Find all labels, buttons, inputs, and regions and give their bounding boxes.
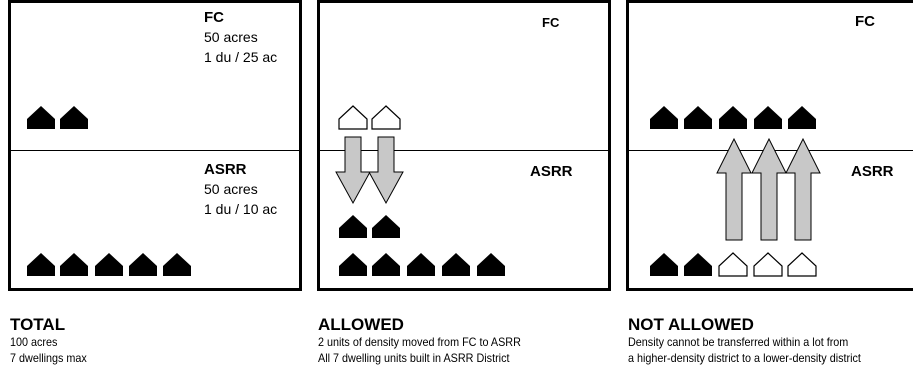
asrr-label: ASRR — [851, 163, 894, 180]
house-icon — [339, 253, 367, 276]
caption-line: 100 acres — [10, 335, 58, 349]
district-boundary — [11, 150, 299, 151]
down-arrow-icon — [368, 136, 404, 205]
house-icon — [372, 215, 400, 238]
house-icon — [477, 253, 505, 276]
panel-total: FC 50 acres 1 du / 25 ac ASRR 50 acres 1… — [8, 0, 302, 291]
asrr-label: ASRR — [204, 161, 247, 178]
panel-allowed-art — [335, 105, 505, 276]
house-icon — [788, 106, 816, 129]
house-icon — [754, 106, 782, 129]
down-arrow-icon — [335, 136, 371, 205]
house-icon — [372, 253, 400, 276]
asrr-area: 50 acres — [204, 181, 258, 197]
caption-line: Density cannot be transferred within a l… — [628, 335, 849, 349]
house-outline-icon — [718, 252, 748, 277]
house-icon — [163, 253, 191, 276]
house-icon — [339, 215, 367, 238]
caption-total: TOTAL 100 acres 7 dwellings max — [10, 315, 95, 366]
house-icon — [27, 106, 55, 129]
caption-title: ALLOWED — [318, 315, 404, 334]
house-outline-icon — [787, 252, 817, 277]
caption-line: 2 units of density moved from FC to ASRR — [318, 335, 521, 349]
panel-allowed: FC ASRR — [317, 0, 611, 291]
house-outline-icon — [338, 105, 368, 130]
house-icon — [650, 106, 678, 129]
asrr-density: 1 du / 10 ac — [204, 201, 278, 217]
fc-label: FC — [855, 13, 875, 30]
house-outline-icon — [753, 252, 783, 277]
house-icon — [60, 106, 88, 129]
house-icon — [27, 253, 55, 276]
up-arrow-icon — [716, 137, 752, 241]
fc-label: FC — [204, 9, 224, 26]
house-icon — [442, 253, 470, 276]
fc-area: 50 acres — [204, 29, 258, 45]
caption-line: All 7 dwelling units built in ASRR Distr… — [318, 351, 510, 365]
house-icon — [684, 253, 712, 276]
caption-line: 7 dwellings max — [10, 351, 87, 365]
house-icon — [650, 253, 678, 276]
asrr-label: ASRR — [530, 163, 573, 180]
up-arrow-icon — [751, 137, 787, 241]
panel-not-allowed: FC ASRR — [626, 0, 913, 291]
caption-allowed: ALLOWED 2 units of density moved from FC… — [318, 315, 543, 366]
fc-density: 1 du / 25 ac — [204, 49, 278, 65]
caption-title: NOT ALLOWED — [628, 315, 754, 334]
fc-label: FC — [542, 15, 560, 30]
house-icon — [129, 253, 157, 276]
house-icon — [95, 253, 123, 276]
panel-not-allowed-art — [650, 106, 821, 277]
house-icon — [407, 253, 435, 276]
caption-line: a higher-density district to a lower-den… — [628, 351, 861, 365]
house-icon — [684, 106, 712, 129]
house-outline-icon — [371, 105, 401, 130]
caption-title: TOTAL — [10, 315, 66, 334]
caption-not-allowed: NOT ALLOWED Density cannot be transferre… — [628, 315, 887, 366]
district-boundary — [320, 150, 608, 151]
house-icon — [719, 106, 747, 129]
up-arrow-icon — [785, 137, 821, 241]
panel-total-art — [27, 106, 191, 276]
house-icon — [60, 253, 88, 276]
